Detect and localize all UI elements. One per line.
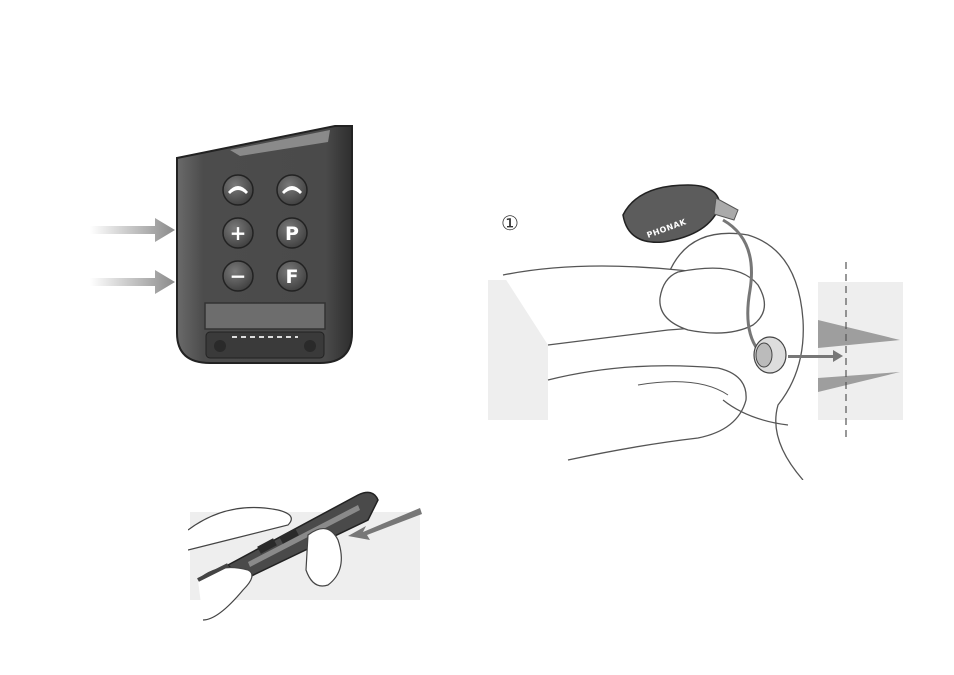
hearing-aid-brand-layer: PHONAK xyxy=(488,180,908,480)
battery-insertion-illustration xyxy=(188,470,424,630)
remote-button-labels: + P − F xyxy=(80,118,380,378)
program-button-label[interactable]: P xyxy=(285,223,299,245)
function-button-label[interactable]: F xyxy=(286,266,299,288)
volume-down-button-label[interactable]: − xyxy=(230,264,247,288)
hearing-aid-brand: PHONAK xyxy=(646,217,688,240)
volume-up-button-label[interactable]: + xyxy=(230,221,247,245)
